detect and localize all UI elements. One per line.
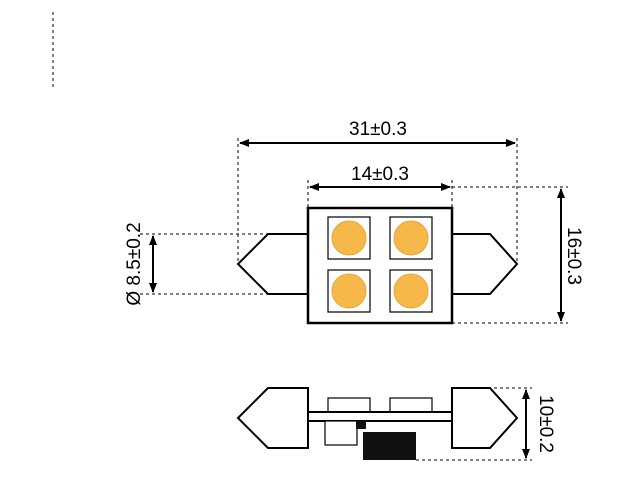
- side-led-left: [327, 397, 371, 413]
- side-component-large: [363, 432, 416, 460]
- label-cap-diameter: Ø 8.5±0.2: [124, 222, 145, 305]
- label-overall-length: 31±0.3: [349, 119, 407, 140]
- led-chip-bottom-right: [393, 273, 429, 309]
- right-end-cap: [451, 233, 519, 295]
- side-left-cap: [236, 387, 309, 449]
- led-chip-top-left: [331, 220, 367, 256]
- label-body-height: 16±0.3: [563, 227, 584, 285]
- label-side-thickness: 10±0.2: [535, 395, 556, 453]
- top-view: 31±0.3 14±0.3 16±0.3 Ø 8.5±0.2: [124, 119, 584, 325]
- side-component-small: [324, 420, 358, 446]
- side-pcb: [307, 411, 453, 422]
- side-component-tab: [356, 421, 366, 429]
- led-grid: [327, 216, 433, 313]
- side-view: 10±0.2: [236, 387, 556, 461]
- label-body-length: 14±0.3: [351, 164, 409, 185]
- side-led-right: [389, 397, 433, 413]
- led-chip-bottom-left: [331, 273, 367, 309]
- led-chip-top-right: [393, 220, 429, 256]
- left-end-cap: [236, 233, 309, 295]
- side-right-cap: [451, 387, 519, 449]
